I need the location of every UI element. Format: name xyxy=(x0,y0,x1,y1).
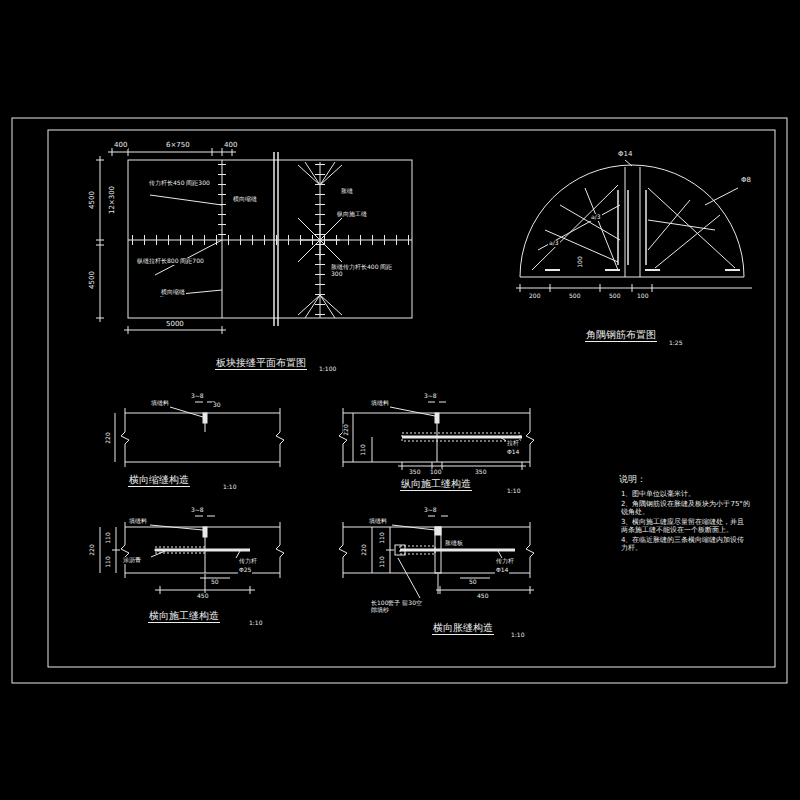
dimension: 3~8 xyxy=(423,393,438,400)
scale: 1:25 xyxy=(668,340,683,347)
note: 3、横向施工缝应尽量留在缩缝处，并且两条施工缝不能设在一个板断面上。 xyxy=(620,518,752,534)
dimension: 110 xyxy=(379,555,386,568)
scale: 1:10 xyxy=(222,484,237,491)
scale: 1:10 xyxy=(510,632,525,639)
view-title: 板块接缝平面布置图 xyxy=(215,357,307,370)
outer-frame xyxy=(12,118,787,683)
rebar-size: Φ14 xyxy=(617,150,633,158)
dimension: 5000 xyxy=(165,320,185,328)
part-name: 横向缩缝 xyxy=(232,196,258,203)
dimension: 350 xyxy=(408,469,421,476)
dimension: 220 xyxy=(361,543,368,556)
dimension: a/3 xyxy=(590,214,602,221)
note: 4、在临近胀缝的三条横向缩缝内加设传力杆。 xyxy=(620,536,752,552)
contraction-joint-section xyxy=(115,402,284,467)
part-note: 长100套子 留30空隙填纱 xyxy=(370,600,426,614)
view-title: 横向施工缝构造 xyxy=(148,610,220,623)
part-name: 传力杆 xyxy=(495,558,515,565)
dimension: 500 xyxy=(568,293,581,300)
rebar-size: Φ14 xyxy=(506,449,520,456)
rebar-size: Φ25 xyxy=(238,567,252,574)
corner-rebar-plan xyxy=(516,160,752,292)
dimension: 100 xyxy=(577,255,584,268)
transverse-construction-joint-section xyxy=(100,516,284,594)
part-name: 拉杆 xyxy=(506,440,520,447)
dimension: 4500 xyxy=(88,190,96,210)
dimension: 450 xyxy=(476,593,489,600)
part-name: 填缝料 xyxy=(370,400,390,407)
dimension: 3~8 xyxy=(423,507,438,514)
rebar-size: Φ8 xyxy=(740,176,752,184)
view-title: 横向缩缝构造 xyxy=(128,474,190,487)
dimension: 220 xyxy=(89,543,96,556)
dimension: 220 xyxy=(105,431,112,444)
dimension: 6×750 xyxy=(165,141,191,149)
dimension: 400 xyxy=(113,141,128,149)
part-name: 传力杆 xyxy=(238,558,258,565)
note: 2、角隅钢筋设在胀缝及板块为小于75°的锐角处。 xyxy=(620,500,752,516)
view-title: 横向胀缝构造 xyxy=(432,622,494,635)
note-heading: 说明： xyxy=(618,474,647,484)
dimension: 400 xyxy=(223,141,238,149)
longitudinal-construction-joint-section xyxy=(339,402,534,470)
rebar-note: 传力杆长450 间距300 xyxy=(148,180,212,187)
note: 1、图中单位以毫米计。 xyxy=(620,490,752,498)
dimension: 450 xyxy=(196,593,209,600)
dimension: 30 xyxy=(212,402,222,409)
rebar-note: 胀缝传力杆长400 间距300 xyxy=(330,264,396,278)
dimension: 110 xyxy=(105,555,112,568)
part-name: 纵向施工缝 xyxy=(336,211,368,218)
dimension: 110 xyxy=(379,531,386,544)
dimension: 350 xyxy=(474,469,487,476)
part-name: 涂沥青 xyxy=(122,557,142,564)
expansion-joint-section xyxy=(339,516,534,598)
dimension: a/3 xyxy=(548,240,560,247)
dimension: 110 xyxy=(105,531,112,544)
scale: 1:10 xyxy=(506,488,521,495)
joint-plan xyxy=(96,148,412,334)
dimension: 100 xyxy=(636,293,649,300)
inner-frame xyxy=(48,130,775,667)
dimension: 500 xyxy=(608,293,621,300)
dimension: 4500 xyxy=(88,270,96,290)
part-name: 胀缝板 xyxy=(444,540,464,547)
view-title: 角隅钢筋布置图 xyxy=(585,329,657,342)
scale: 1:10 xyxy=(248,620,263,627)
dimension: 220 xyxy=(343,423,350,436)
view-title: 纵向施工缝构造 xyxy=(400,478,472,491)
part-name: 填缝料 xyxy=(150,400,170,407)
dimension: 100 xyxy=(429,469,442,476)
dimension: 3~8 xyxy=(190,393,205,400)
rebar-note: 纵缝拉杆长800 间距700 xyxy=(136,258,208,265)
dimension: 50 xyxy=(210,579,220,586)
part-name: 横向缩缝 xyxy=(160,289,186,296)
dimension: 3~8 xyxy=(190,507,205,514)
dimension: 50 xyxy=(468,579,478,586)
dimension: 200 xyxy=(528,293,541,300)
scale: 1:100 xyxy=(318,366,337,373)
part-name: 填缝料 xyxy=(368,518,388,525)
rebar-size: Φ14 xyxy=(495,567,509,574)
dimension: 110 xyxy=(360,443,367,456)
part-name: 胀缝 xyxy=(340,188,354,195)
dimension: 12×300 xyxy=(108,185,116,215)
part-name: 填缝料 xyxy=(128,518,148,525)
